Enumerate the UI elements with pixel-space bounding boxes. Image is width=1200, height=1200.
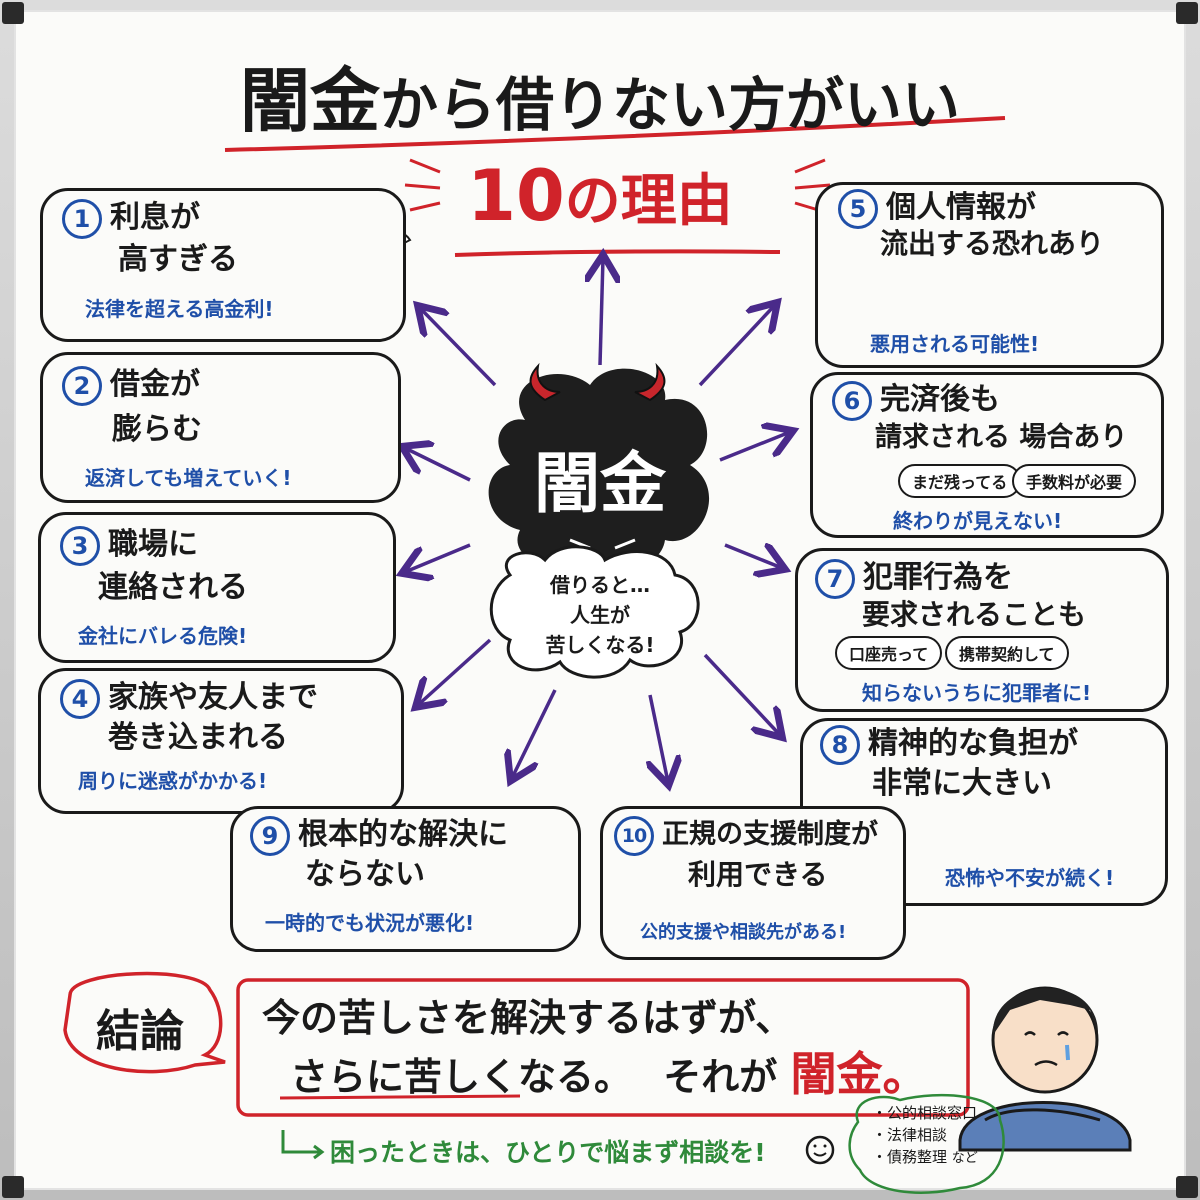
reason-6-pill-1: まだ残ってる <box>898 464 1022 498</box>
reason-10-number: 10 <box>614 815 654 856</box>
reason-3-number: 3 <box>60 525 100 566</box>
reason-card-7 <box>795 548 1169 712</box>
reason-2-number: 2 <box>62 365 102 406</box>
reason-10-note: 公的支援や相談先がある! <box>640 922 847 943</box>
page-title: 闇金から借りない方がいい <box>0 45 1200 146</box>
bubble-line: 人生が <box>570 603 630 627</box>
bubble-line: 苦しくなる! <box>545 633 655 657</box>
consult-list-cloud <box>848 1093 1005 1194</box>
consult-item-legal: ・法律相談 <box>872 1126 948 1144</box>
reason-4-note: 周りに迷惑がかかる! <box>78 769 268 793</box>
arrows <box>405 258 790 782</box>
reason-4-number: 4 <box>60 678 100 719</box>
reason-6-note: 終わりが見えない! <box>893 509 1063 533</box>
reason-7-number: 7 <box>815 558 855 599</box>
consult-list: ・公的相談窓口 ・法律相談 ・債務整理 など <box>872 1102 978 1170</box>
frame-corner <box>1176 1176 1198 1198</box>
reason-8-title-line2: 非常に大きい <box>872 766 1052 801</box>
center-bubble-text: 借りると… 人生が 苦しくなる! <box>500 570 700 660</box>
conclusion-line-2a: さらに苦しくなる。 <box>290 1055 633 1099</box>
reason-9-note: 一時的でも状況が悪化! <box>265 911 475 935</box>
frame-corner <box>2 1176 24 1198</box>
reason-2-title-line2: 膨らむ <box>112 412 202 447</box>
frame-corner <box>1176 2 1198 24</box>
reason-6-pill-2: 手数料が必要 <box>1012 464 1137 498</box>
frame-corner <box>2 2 24 24</box>
consult-item-debt: ・債務整理 など <box>872 1148 978 1166</box>
conclusion-dark-money: 闇金。 <box>790 1047 929 1101</box>
reason-3-title-line2: 連絡される <box>98 570 248 605</box>
center-dark-money-label: 闇金 <box>534 445 666 522</box>
reason-9-number: 9 <box>250 815 290 856</box>
worried-man-icon <box>958 986 1132 1152</box>
reason-8-number: 8 <box>820 724 860 765</box>
footer-arrow <box>281 1130 320 1154</box>
reason-card-3 <box>38 512 396 663</box>
reason-3-note: 金社にバレる危険! <box>78 624 248 648</box>
reason-1-title-line2: 高すぎる <box>118 242 238 277</box>
reason-10-title-line2: 利用できる <box>688 858 828 891</box>
footer-advice: 困ったときは、ひとりで悩まず相談を! <box>330 1138 766 1167</box>
reason-5-note: 悪用される可能性! <box>870 332 1040 356</box>
center-bubble <box>489 545 700 679</box>
reason-2-note: 返済しても増えていく! <box>85 466 292 490</box>
subtitle-rest: の理由 <box>564 169 733 234</box>
reason-7-pill-1: 口座売って <box>835 636 943 670</box>
dark-money-devil <box>488 362 710 569</box>
conclusion-box <box>236 978 970 1117</box>
conclusion-line-2: さらに苦しくなる。 それが 闇金。 <box>290 1048 929 1103</box>
consult-item-public: ・公的相談窓口 <box>872 1104 978 1122</box>
reason-8-note: 恐怖や不安が続く! <box>945 866 1115 890</box>
reason-9-title-line2: ならない <box>305 857 425 892</box>
reason-1-number: 1 <box>62 198 102 239</box>
subtitle-number: 10 <box>467 155 565 237</box>
conclusion-label: 結論 <box>96 1006 184 1057</box>
reason-card-9 <box>230 806 581 952</box>
reason-4-title-line2: 巻き込まれる <box>108 720 288 755</box>
reason-7-pill-2: 携帯契約して <box>945 636 1069 670</box>
conclusion-line-1: 今の苦しさを解決するはずが、 <box>262 996 794 1040</box>
title-rest: から借りない方がいい <box>379 71 960 139</box>
conclusion-label-bubble <box>63 971 226 1074</box>
bubble-line: 借りると… <box>550 573 650 597</box>
conclusion-line-2b: それが <box>663 1055 778 1099</box>
emphasis-dashes <box>404 158 831 214</box>
reason-7-note: 知らないうちに犯罪者に! <box>862 681 1092 705</box>
reason-5-title-line2: 流出する恐れあり <box>880 227 1105 260</box>
reason-6-number: 6 <box>832 380 872 421</box>
title-dark-money: 闇金 <box>239 60 380 142</box>
page-subtitle: 10の理由 <box>0 155 1200 237</box>
reason-5-number: 5 <box>838 188 878 229</box>
reason-7-title-line2: 要求されることも <box>862 598 1087 631</box>
smile-icon <box>805 1135 835 1165</box>
reason-6-title-line2: 請求される 場合あり <box>875 422 1128 453</box>
reason-1-note: 法律を超える高金利! <box>85 297 274 321</box>
title-underline <box>224 116 1006 152</box>
